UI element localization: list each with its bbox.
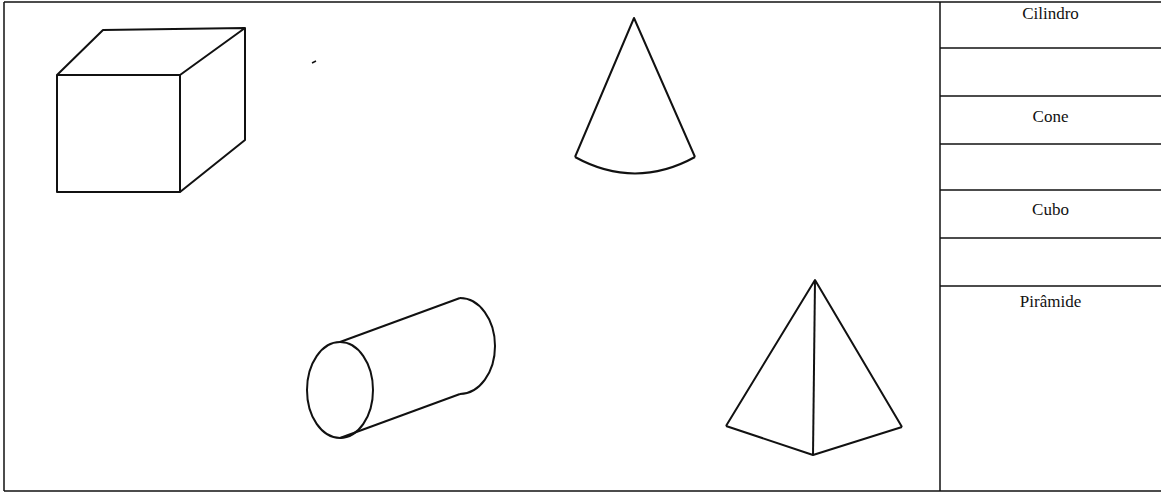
table-cell-text: Pirâmide bbox=[1020, 292, 1081, 312]
table-cell-text: Cubo bbox=[1032, 200, 1069, 220]
table-cell-text: Cone bbox=[1033, 107, 1069, 127]
table-cell-text: Cilindro bbox=[1022, 4, 1079, 24]
